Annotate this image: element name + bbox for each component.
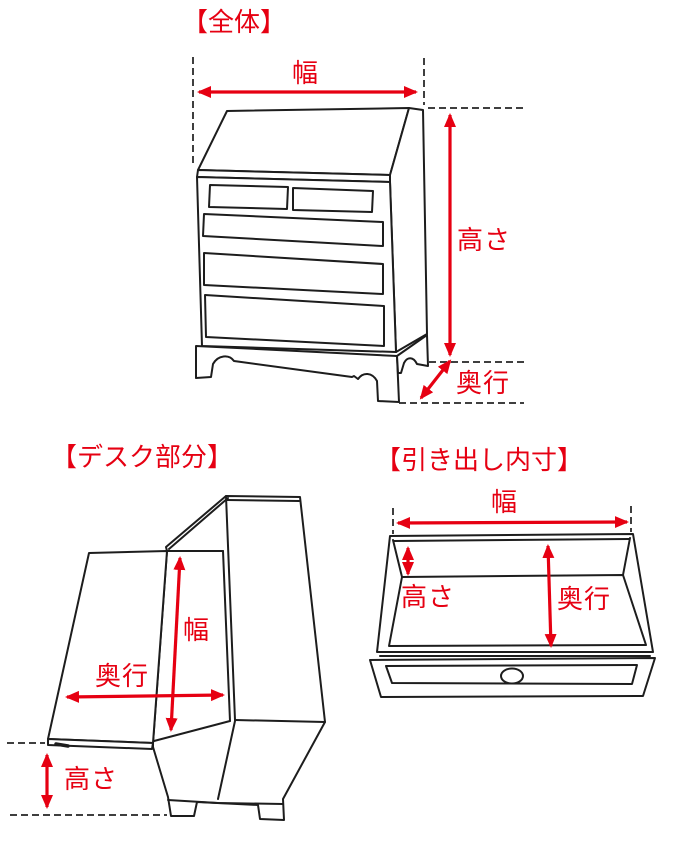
desk-compartment-bottom [153, 720, 231, 742]
desk-width-label: 幅 [183, 615, 211, 645]
desk-depth-label: 奥行 [95, 661, 150, 691]
bureau-drawer-3 [204, 294, 385, 347]
overall-width-label: 幅 [292, 58, 320, 88]
desk-skirt-top-line [167, 799, 284, 805]
desk-open-lid [47, 550, 168, 744]
desk-lid-hinge [54, 742, 70, 748]
desk-lower-corner-edge [217, 720, 236, 800]
drawer-depth-label: 奥行 [557, 584, 612, 614]
overall-depth-arrow [419, 359, 452, 400]
bureau-skirt-front [195, 345, 400, 403]
desk-compartment-side [222, 550, 231, 722]
drawer-corner-left [392, 539, 403, 578]
desk-section-title: 【デスク部分】 [51, 442, 234, 472]
desk-top-inner-line [226, 499, 300, 502]
desk-open-lid-edge [47, 738, 154, 750]
drawer-corner-right [622, 537, 631, 576]
desk-diagram [7, 495, 326, 821]
overall-height-label: 高さ [457, 225, 512, 255]
drawer-width-label: 幅 [491, 487, 519, 517]
bureau-lid-slant [197, 107, 410, 176]
bureau-drawer-2 [203, 252, 384, 295]
desk-slant-inner-line [168, 497, 229, 550]
bureau-drawer-1 [202, 213, 384, 247]
drawer-width-arrow [396, 516, 629, 529]
drawer-height-label: 高さ [401, 582, 456, 612]
overall-depth-label: 奥行 [456, 368, 511, 398]
overall-diagram [192, 57, 524, 404]
drawer-diagram [369, 506, 656, 698]
desk-front-top-edge [225, 495, 236, 721]
drawer-section-title: 【引き出し内寸】 [375, 445, 584, 475]
desk-depth-arrow [65, 689, 225, 703]
bureau-small-drawer-right [292, 187, 374, 213]
drawer-knob [500, 667, 524, 685]
desk-cabinet-body [152, 495, 326, 821]
drawer-rim-inner [393, 538, 630, 542]
overall-section-title: 【全体】 [182, 7, 287, 37]
desk-height-label: 高さ [64, 764, 119, 794]
bureau-small-drawer-left [208, 184, 289, 210]
desk-side-bottom-edge [234, 719, 326, 723]
drawer-depth-arrow [542, 544, 557, 648]
